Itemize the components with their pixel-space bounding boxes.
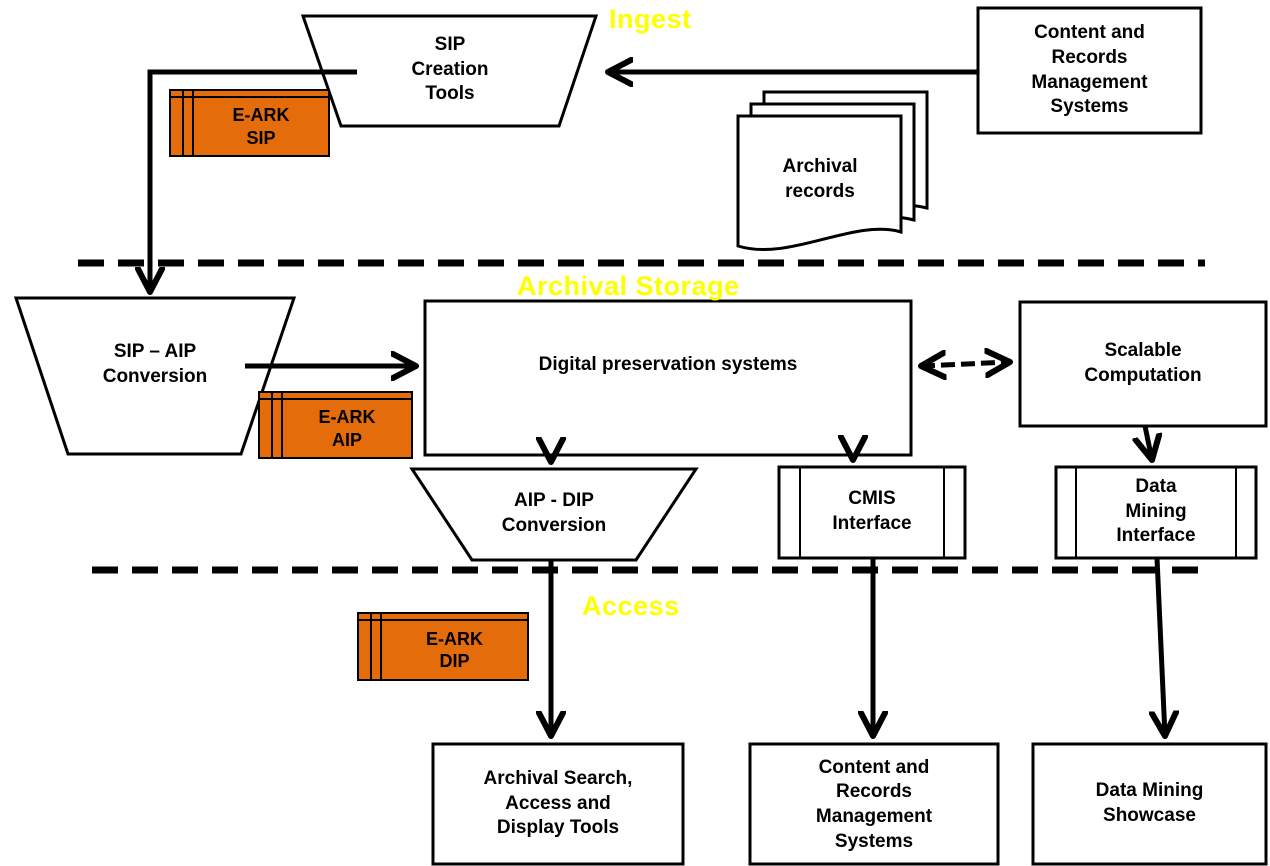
content-records-top-label: Content and Records Management Systems — [1031, 22, 1148, 118]
zone-label-ingest: Ingest — [609, 4, 692, 34]
data-mining-interface-label: Data Mining Interface — [1116, 475, 1196, 547]
arrow-sip-tools-to-conversion — [150, 69, 357, 292]
archival-records-label: Archival records — [782, 156, 858, 202]
data-mining-showcase-box — [1031, 742, 1268, 866]
sip-aip-conversion-label: SIP – AIP Conversion — [102, 341, 208, 387]
arrow-scalable-to-mining-interface — [1145, 425, 1152, 460]
e-ark-aip-package — [258, 391, 413, 459]
e-ark-sip-label: E-ARK SIP — [232, 105, 290, 148]
arrow-mining-interface-to-showcase — [1157, 557, 1165, 736]
arrow-preservation-scalable — [921, 362, 1010, 366]
scalable-computation-label: Scalable Computation — [1084, 340, 1202, 386]
digital-preservation-box — [423, 299, 913, 457]
archival-search-label: Archival Search, Access and Display Tool… — [483, 767, 633, 839]
e-ark-dip-label: E-ARK DIP — [426, 628, 483, 672]
zone-label-archival-storage: Archival Storage — [517, 271, 740, 301]
data-mining-interface-box — [1054, 465, 1258, 560]
content-records-top-box — [976, 6, 1203, 135]
archival-search-box — [431, 742, 685, 866]
e-ark-aip-label: E-ARK AIP — [318, 407, 376, 450]
content-records-bottom-label: Content and Records Management Systems — [815, 756, 933, 852]
aip-dip-conversion-label: AIP - DIP Conversion — [501, 490, 607, 536]
scalable-computation-box — [1018, 300, 1268, 428]
content-records-bottom-box — [748, 742, 1000, 866]
sip-aip-conversion-shape — [13, 296, 297, 456]
digital-preservation-label: Digital preservation systems — [538, 353, 798, 375]
e-ark-dip-package — [357, 612, 529, 681]
archival-records-stack — [736, 90, 929, 252]
zone-label-access: Access — [582, 591, 680, 621]
aip-dip-conversion-shape — [409, 467, 699, 562]
data-mining-showcase-label: Data Mining Showcase — [1095, 780, 1204, 826]
cmis-interface-label: CMIS Interface — [832, 488, 912, 534]
e-ark-sip-package — [169, 89, 330, 157]
cmis-interface-box — [777, 465, 967, 560]
sip-creation-tools-label: SIP Creation Tools — [411, 33, 489, 105]
